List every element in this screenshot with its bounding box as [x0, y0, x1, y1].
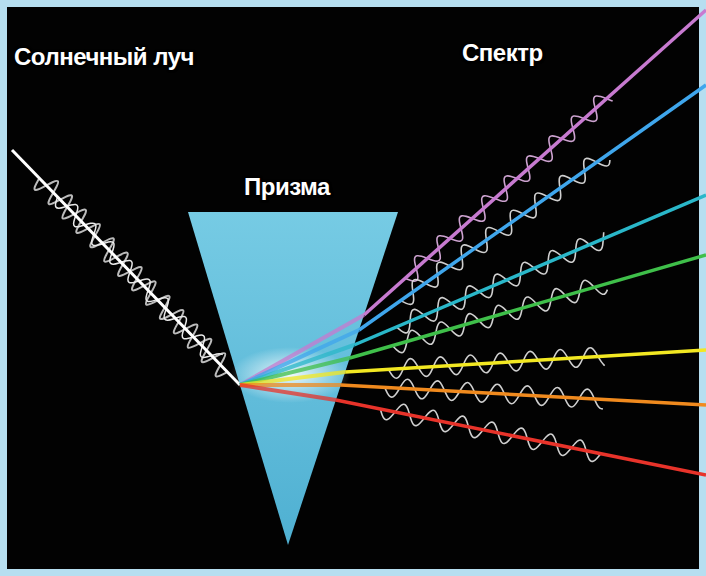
sun-ray	[12, 150, 240, 385]
inner-beam	[240, 358, 350, 385]
caption-label: Призма	[244, 174, 330, 200]
caption-label: Солнечный луч	[14, 44, 194, 70]
spectrum-ray	[336, 400, 706, 475]
inner-beam	[240, 345, 354, 385]
spectrum-ray	[359, 85, 706, 330]
caption-label: Спектр	[462, 40, 543, 66]
inner-beam	[240, 372, 345, 385]
spectrum-wave	[401, 158, 610, 304]
inner-beam	[240, 315, 364, 385]
spectrum-ray	[341, 385, 706, 405]
spectrum-ray	[345, 350, 706, 372]
sun-wave	[35, 178, 228, 376]
spectrum-ray	[350, 255, 706, 358]
inner-beam	[240, 385, 336, 400]
prism	[188, 212, 398, 545]
spectrum-wave	[405, 96, 613, 281]
inner-beam	[240, 330, 359, 385]
light-beams	[12, 10, 706, 475]
